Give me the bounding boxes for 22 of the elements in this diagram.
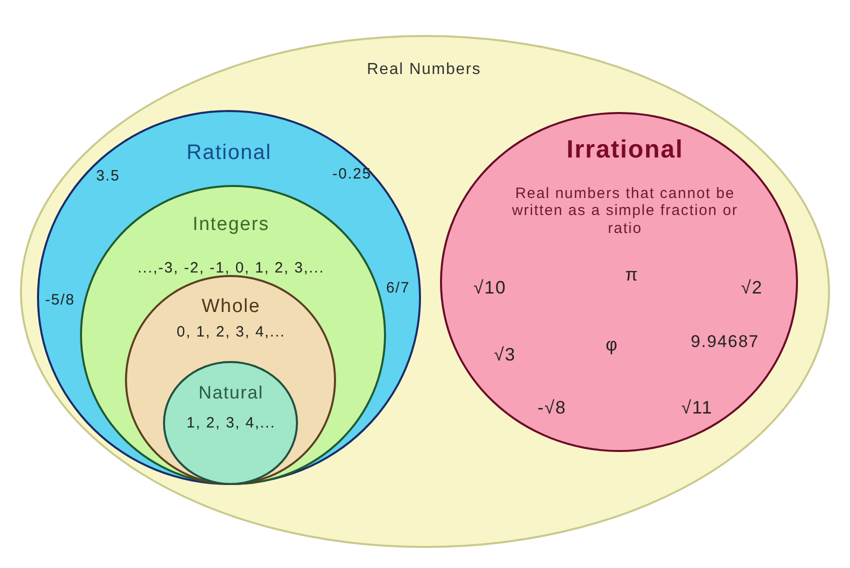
set-description: Real numbers that cannot be written as a simple fraction or ratio bbox=[510, 185, 740, 237]
number-list: 1, 2, 3, 4,... bbox=[186, 414, 276, 432]
number-label: -√8 bbox=[538, 398, 566, 418]
number-label: φ bbox=[606, 334, 618, 356]
number-label: √3 bbox=[494, 344, 516, 366]
set-title: Natural bbox=[198, 382, 264, 404]
number-label: 6/7 bbox=[386, 279, 410, 297]
number-list: 0, 1, 2, 3, 4,... bbox=[176, 323, 286, 341]
number-label: -0.25 bbox=[332, 165, 372, 183]
number-label: √2 bbox=[741, 278, 763, 298]
number-label: π bbox=[625, 264, 639, 286]
number-label: √10 bbox=[474, 278, 506, 298]
set-title: Irrational bbox=[566, 136, 684, 164]
number-label: √11 bbox=[681, 398, 713, 418]
number-label: 9.94687 bbox=[690, 332, 760, 352]
number-list: ...,-3, -2, -1, 0, 1, 2, 3,... bbox=[138, 259, 324, 277]
set-title: Integers bbox=[192, 214, 270, 236]
set-title: Rational bbox=[186, 140, 272, 166]
set-title: Whole bbox=[202, 296, 260, 318]
set-title: Real Numbers bbox=[366, 60, 482, 80]
number-label: 3.5 bbox=[96, 167, 120, 185]
number-label: -5/8 bbox=[45, 291, 75, 309]
